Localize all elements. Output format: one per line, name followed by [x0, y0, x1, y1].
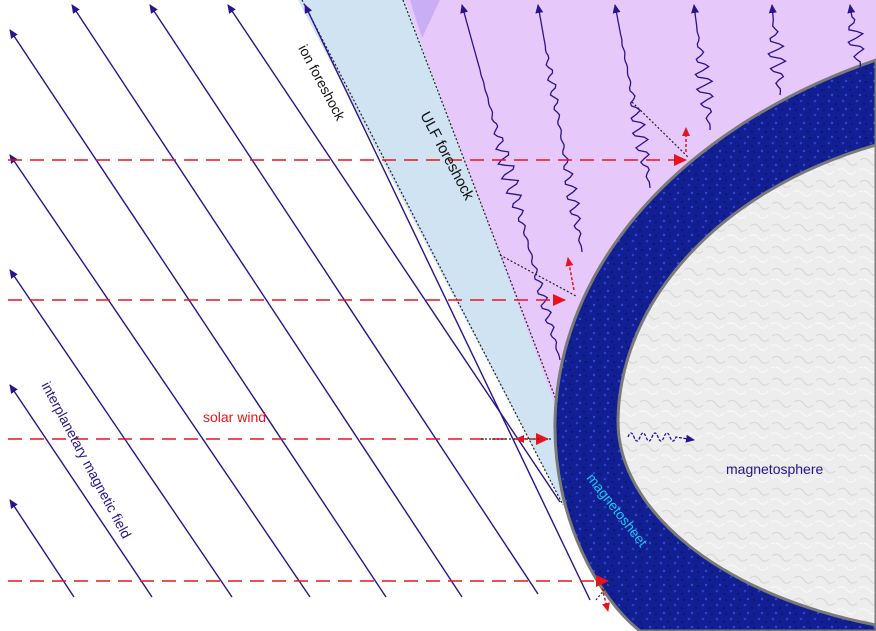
imf-field-line — [9, 29, 387, 598]
solar-wind-arrows — [8, 154, 687, 587]
magnetosphere-wave-arrow — [627, 432, 695, 443]
solar-wind-label: solar wind — [203, 409, 266, 425]
ulf-wave-line — [847, 4, 865, 69]
ulf-wave-line — [691, 4, 715, 131]
imf-field-line — [9, 269, 233, 598]
imf-field-line — [227, 4, 561, 503]
magnetosphere-label: magnetosphere — [726, 461, 824, 477]
field-lines — [9, 4, 591, 601]
imf-field-line — [9, 499, 75, 598]
imf-field-line — [304, 4, 591, 601]
reflected-particle-markers — [481, 101, 690, 612]
ulf-wave-line — [767, 4, 787, 96]
imf-field-line — [9, 154, 311, 598]
magnetosphere — [616, 143, 876, 627]
ion-foreshock-boundary — [301, 0, 564, 506]
ion-foreshock-region — [298, 0, 563, 505]
ulf-wave-line — [612, 4, 651, 189]
ulf-wave-line — [535, 4, 583, 253]
ulf-foreshock-boundary — [402, 0, 561, 411]
imf-label: interplanetary magnetic field — [38, 379, 134, 541]
ulf-foreshock-region — [405, 0, 876, 410]
imf-field-line — [71, 4, 463, 598]
region-sliver — [410, 0, 440, 38]
imf-field-line — [9, 384, 153, 598]
